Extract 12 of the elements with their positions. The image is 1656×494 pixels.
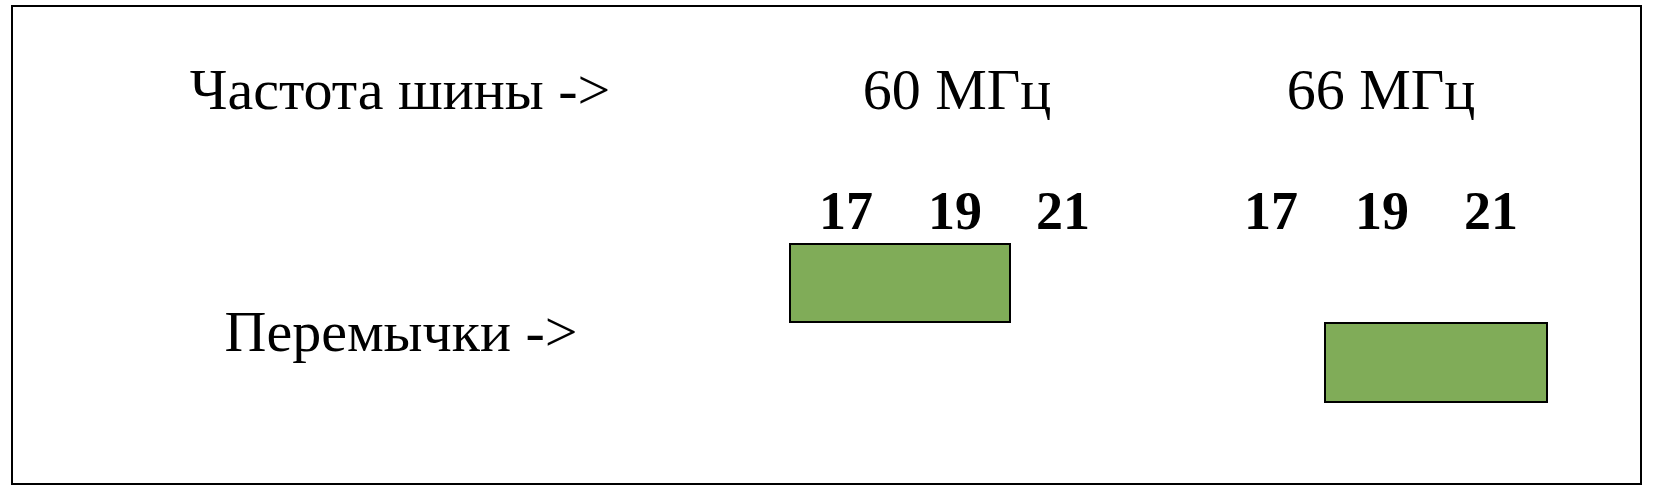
frequency-label: 66 МГц	[1286, 58, 1476, 122]
jumper-block	[789, 243, 1011, 323]
jumper-number: 17	[819, 182, 873, 242]
jumper-number: 17	[1244, 182, 1298, 242]
frequency-label: 60 МГц	[862, 58, 1052, 122]
jumper-number: 19	[928, 182, 982, 242]
jumper-number: 21	[1464, 182, 1518, 242]
jumper-number: 19	[1355, 182, 1409, 242]
jumper-block	[1324, 322, 1548, 403]
row-label: Перемычки ->	[224, 300, 578, 364]
jumper-number: 21	[1036, 182, 1090, 242]
row-label: Частота шины ->	[189, 58, 611, 122]
